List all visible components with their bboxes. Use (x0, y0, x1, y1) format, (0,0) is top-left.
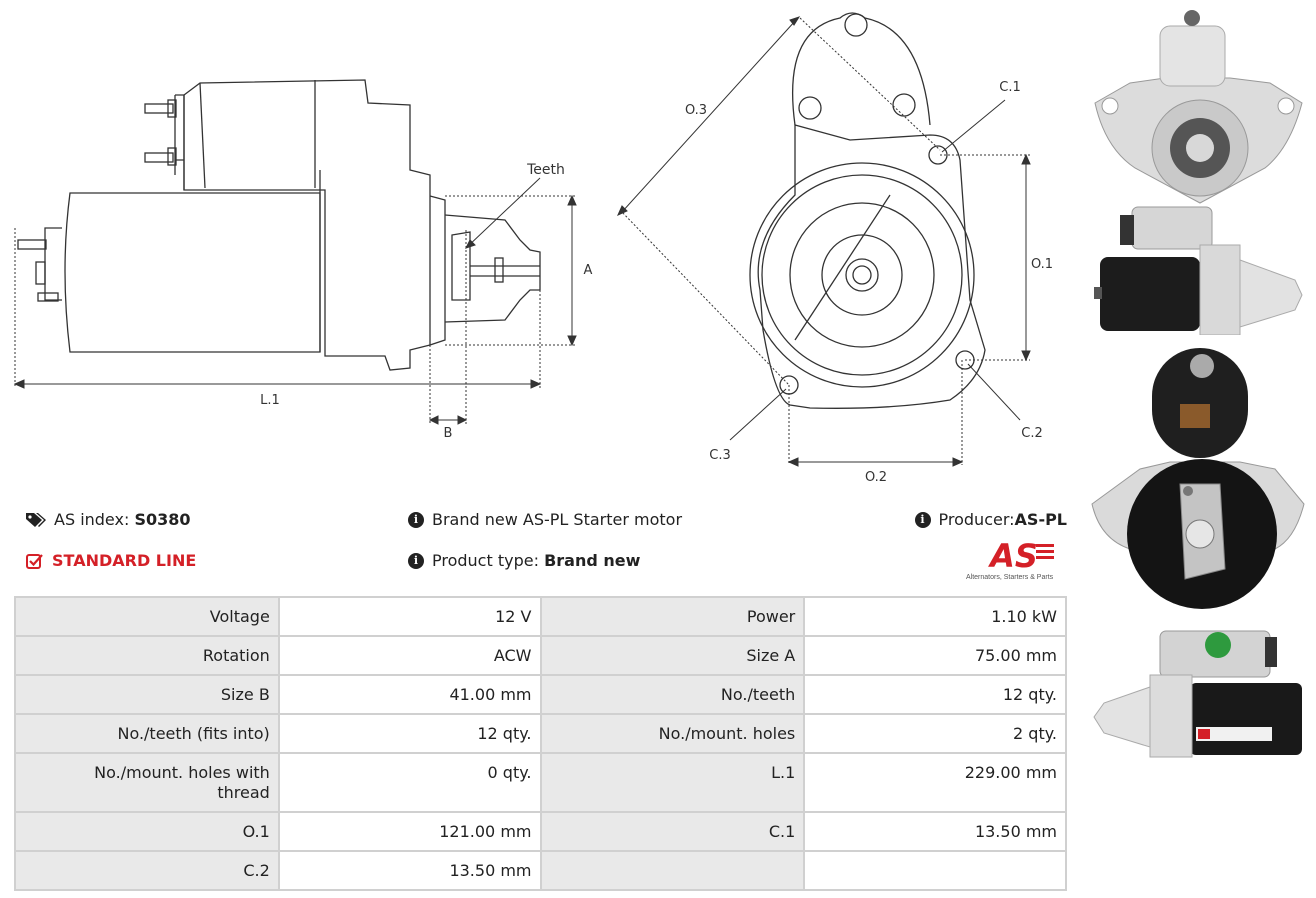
logo-text: AS (987, 538, 1038, 570)
spec-key: Voltage (16, 598, 278, 635)
logo-tagline: Alternators, Starters & Parts (966, 574, 1054, 581)
table-row: Voltage 12 V Power 1.10 kW (16, 598, 1065, 635)
product-photo-side[interactable] (1090, 205, 1306, 335)
dim-o2-label: O.2 (865, 470, 887, 485)
dim-c3-label: C.3 (709, 448, 730, 463)
standard-line-label: STANDARD LINE (52, 551, 197, 570)
spec-key: No./teeth (541, 676, 804, 713)
producer-value: AS-PL (1014, 510, 1067, 529)
product-type-value: Brand new (544, 551, 641, 570)
as-index-value: S0380 (134, 510, 191, 529)
info-icon: i (914, 512, 931, 528)
spec-key: C.1 (541, 813, 804, 850)
table-row: No./teeth (fits into) 12 qty. No./mount.… (16, 715, 1065, 752)
spec-value: 12 V (279, 598, 540, 635)
spec-value: 0 qty. (279, 754, 540, 811)
dim-c2-label: C.2 (1021, 426, 1042, 441)
spec-value: 41.00 mm (279, 676, 540, 713)
table-row: Rotation ACW Size A 75.00 mm (16, 637, 1065, 674)
dim-c1-label: C.1 (999, 80, 1020, 95)
product-photo-front[interactable] (1090, 8, 1306, 204)
table-row: No./mount. holes with thread 0 qty. L.1 … (16, 754, 1065, 811)
dim-l1-label: L.1 (260, 393, 280, 408)
as-pl-logo: AS Alternators, Starters & Parts (966, 537, 1070, 584)
spec-value: ACW (279, 637, 540, 674)
producer-label: Producer: (938, 510, 1015, 529)
info-icon: i (408, 512, 424, 528)
spec-key: L.1 (541, 754, 804, 811)
front-view-diagram: O.3 O.1 O.2 C.1 C.2 C.3 (617, 12, 1053, 485)
teeth-label: Teeth (526, 162, 565, 178)
table-row: Size B 41.00 mm No./teeth 12 qty. (16, 676, 1065, 713)
spec-key (541, 852, 804, 889)
spec-value: 2 qty. (805, 715, 1065, 752)
producer: i Producer:AS-PL (914, 510, 1067, 530)
spec-value: 75.00 mm (805, 637, 1065, 674)
dim-o1-label: O.1 (1031, 257, 1053, 272)
info-icon: i (408, 553, 424, 569)
dim-a-label: A (584, 263, 593, 278)
as-index-label: AS index: (54, 510, 130, 529)
dim-o3-label: O.3 (685, 103, 707, 118)
spec-key: Size B (16, 676, 278, 713)
spec-key: Power (541, 598, 804, 635)
spec-key: Rotation (16, 637, 278, 674)
tags-icon (26, 513, 46, 527)
product-type-label: Product type: (432, 551, 539, 570)
as-logo-mark: AS (987, 537, 1054, 575)
table-row: O.1 121.00 mm C.1 13.50 mm (16, 813, 1065, 850)
spec-value: 229.00 mm (805, 754, 1065, 811)
product-photo-label-side[interactable] (1090, 625, 1306, 760)
spec-key: C.2 (16, 852, 278, 889)
product-type: i Product type: Brand new (408, 551, 640, 571)
spec-value: 13.50 mm (805, 813, 1065, 850)
spec-value: 12 qty. (279, 715, 540, 752)
as-index: AS index: S0380 (26, 510, 191, 530)
spec-value: 12 qty. (805, 676, 1065, 713)
table-row: C.2 13.50 mm (16, 852, 1065, 889)
description-text: Brand new AS-PL Starter motor (432, 510, 683, 529)
spec-value (805, 852, 1065, 889)
spec-key: No./mount. holes (541, 715, 804, 752)
spec-key: No./teeth (fits into) (16, 715, 278, 752)
standard-line: STANDARD LINE (26, 551, 196, 571)
product-photo-rear[interactable] (1090, 344, 1306, 614)
specs-table: Voltage 12 V Power 1.10 kW Rotation ACW … (14, 596, 1067, 891)
spec-value: 1.10 kW (805, 598, 1065, 635)
spec-key: No./mount. holes with thread (16, 754, 278, 811)
spec-value: 13.50 mm (279, 852, 540, 889)
dim-b-label: B (444, 426, 453, 441)
product-description: i Brand new AS-PL Starter motor (408, 510, 682, 530)
side-view-diagram: Teeth A B L.1 (13, 79, 593, 441)
spec-key: O.1 (16, 813, 278, 850)
spec-key: Size A (541, 637, 804, 674)
check-square-icon (26, 554, 43, 569)
spec-value: 121.00 mm (279, 813, 540, 850)
